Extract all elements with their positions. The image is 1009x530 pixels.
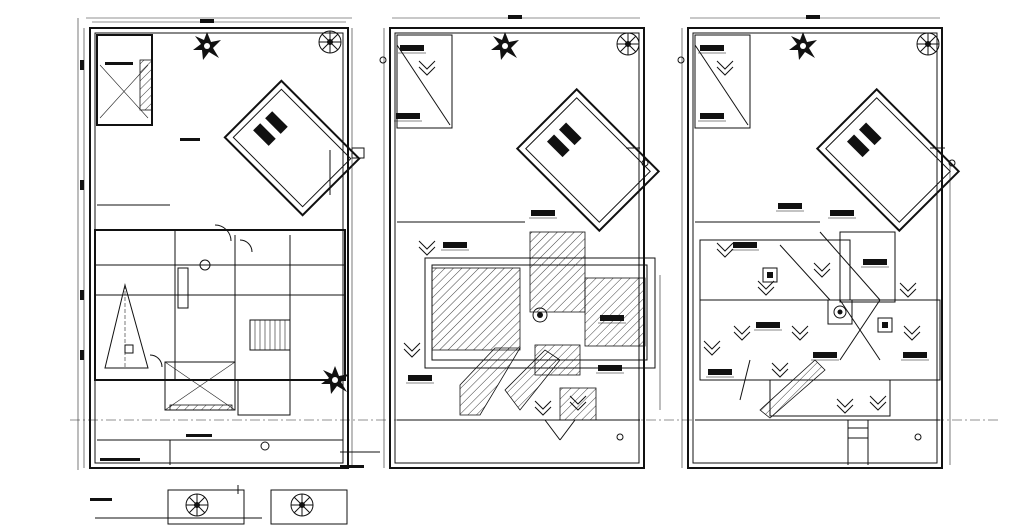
roof-level-tag [730,241,760,251]
roof-plan [379,15,661,469]
tree-icon [916,32,940,56]
roof-level-tag [697,112,727,122]
toilet [237,379,291,416]
rooftop-water-tank [833,305,847,319]
plan-legend [90,485,348,525]
tree-icon [290,493,314,517]
car-porch [104,283,149,369]
fall-arrow-icon [899,282,917,298]
tree-icon [616,32,640,56]
fall-arrow-icon [733,325,751,341]
roof-level-tag [705,368,735,378]
plot-boundary [389,27,645,469]
roof-level-tag [810,351,840,361]
plot-boundary [687,27,943,469]
fall-arrow-icon [836,398,854,414]
roof-level-tag [393,112,423,122]
terrace-slabs [699,231,941,419]
section-marker-icon [379,56,387,64]
swimming-pool [223,79,361,217]
fall-arrow-icon [813,262,831,278]
rooftop-water-tank [532,307,548,323]
tree-icon [185,493,209,517]
swimming-pool [815,87,961,233]
fall-arrow-icon [418,240,436,256]
roof-level-tag [440,241,470,251]
roof-level-tag [697,44,727,54]
roof-level-tag [753,321,783,331]
fall-arrow-icon [418,60,436,76]
plot-boundary [89,27,349,469]
fall-arrow-icon [869,395,887,411]
section-marker-icon [677,56,685,64]
tree-icon [491,32,519,60]
roof-level-tag [595,364,625,374]
tree-icon [789,32,817,60]
roof-level-tag [405,374,435,384]
roof-level-tag [775,202,805,212]
terrace-plan [677,15,961,469]
roof-level-tag [900,351,930,361]
fall-arrow-icon [716,60,734,76]
swimming-pool [515,87,661,233]
fall-arrow-icon [903,325,921,341]
tree-icon [318,30,342,54]
fall-arrow-icon [534,400,552,416]
sloped-roof-hatch [431,231,646,421]
ground-floor-plan [80,19,380,469]
fall-arrow-icon [791,325,809,341]
tree-icon [193,32,221,60]
fall-arrow-icon [771,362,789,378]
fall-arrow-icon [757,280,775,296]
roof-level-tag [528,209,558,219]
house-ground-floor [94,224,346,381]
roof-level-tag [860,258,890,268]
fall-arrow-icon [403,342,421,358]
fall-arrow-icon [716,242,734,258]
roof-level-tag [397,44,427,54]
fall-arrow-icon [703,340,721,356]
roof-level-tag [827,209,857,219]
